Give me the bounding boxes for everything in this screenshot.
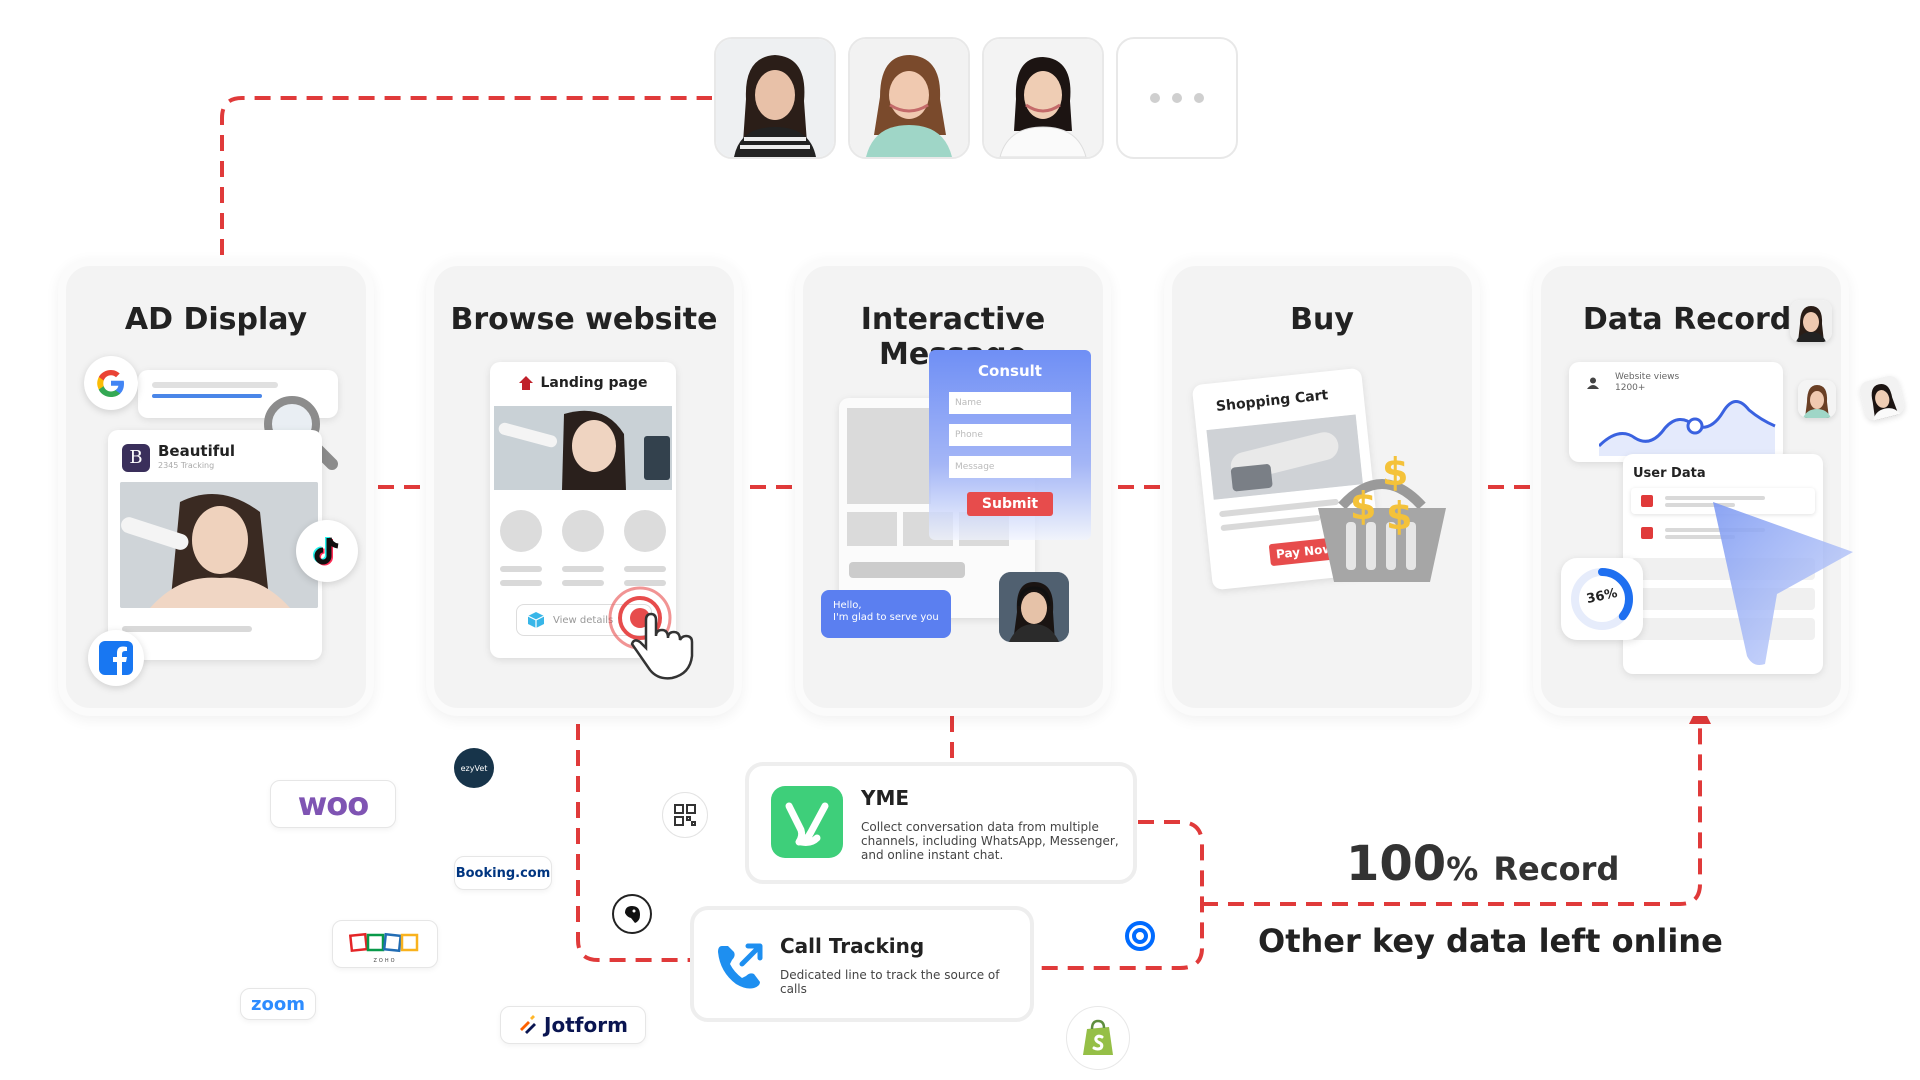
line-to-records bbox=[1202, 712, 1702, 906]
stage-card-data-records: Data Records Website views 1200+ User Da… bbox=[1533, 258, 1853, 716]
jotform-logo: Jotform bbox=[500, 1006, 646, 1044]
message-field[interactable]: Message bbox=[949, 456, 1071, 478]
landing-photo bbox=[494, 406, 672, 490]
zoom-logo: zoom bbox=[240, 988, 316, 1020]
stage-card-ad-display: AD Display B Beautiful 2345 Tracking bbox=[58, 258, 374, 716]
stage-title: Buy bbox=[1290, 302, 1354, 337]
record-word: Record bbox=[1493, 850, 1620, 888]
name-field[interactable]: Name bbox=[949, 392, 1071, 414]
agent-avatar bbox=[999, 572, 1069, 642]
brand-logo: B bbox=[122, 444, 150, 472]
ad-photo bbox=[120, 482, 318, 608]
dollar-icon: $ bbox=[1386, 494, 1413, 538]
jotform-icon bbox=[518, 1015, 538, 1035]
line-avatars-to-ad bbox=[220, 96, 712, 255]
home-icon bbox=[518, 375, 534, 391]
record-headline: 100% Record bbox=[1346, 836, 1619, 892]
record-percent: % bbox=[1446, 850, 1479, 888]
product-photo bbox=[1206, 414, 1363, 500]
bird-icon bbox=[612, 894, 652, 934]
website-views-panel: Website views 1200+ bbox=[1569, 362, 1783, 462]
brand-sub: 2345 Tracking bbox=[158, 461, 215, 470]
view-details-label: View details bbox=[553, 614, 614, 626]
landing-header: Landing page bbox=[490, 362, 676, 404]
line-browse-down bbox=[576, 724, 692, 962]
zoho-logo: ZOHO bbox=[332, 920, 438, 968]
landing-page-mock: Landing page View details bbox=[490, 362, 676, 658]
booking-logo: Booking.com bbox=[454, 856, 552, 890]
progress-ring bbox=[1571, 568, 1633, 630]
zoho-squares-icon bbox=[349, 932, 419, 953]
shopping-basket-icon bbox=[1312, 466, 1452, 586]
views-label: Website views bbox=[1615, 372, 1680, 382]
shopify-icon bbox=[1066, 1006, 1130, 1070]
calendly-icon bbox=[1122, 918, 1158, 954]
ezyvet-logo: ezyVet bbox=[454, 748, 494, 788]
views-value: 1200+ bbox=[1615, 383, 1646, 393]
search-result-panel bbox=[138, 370, 338, 418]
more-avatars[interactable] bbox=[1116, 37, 1238, 159]
record-number: 100 bbox=[1346, 836, 1447, 892]
chat-bubble: Hello, I'm glad to serve you bbox=[821, 590, 951, 638]
click-hand-icon bbox=[606, 584, 702, 684]
progress-ring-card: 36% bbox=[1561, 558, 1643, 640]
tiktok-icon bbox=[296, 520, 358, 582]
google-icon bbox=[84, 356, 138, 410]
avatar-woman-2 bbox=[848, 37, 970, 159]
stage-title: Data Records bbox=[1582, 302, 1810, 337]
mini-avatar-3 bbox=[1857, 373, 1907, 423]
user-data-label: User Data bbox=[1633, 466, 1706, 481]
cart-title: Shopping Cart bbox=[1215, 387, 1330, 415]
stage-card-browse-website: Browse website Landing page bbox=[426, 258, 742, 716]
call-desc: Dedicated line to track the source of ca… bbox=[780, 968, 1000, 996]
yme-box: YME Collect conversation data from multi… bbox=[745, 762, 1137, 884]
call-tracking-box: Call Tracking Dedicated line to track th… bbox=[690, 906, 1034, 1022]
qr-icon bbox=[662, 792, 708, 838]
mini-avatar-1 bbox=[1790, 300, 1832, 342]
facebook-icon bbox=[88, 630, 144, 686]
record-subtitle: Other key data left online bbox=[1258, 922, 1723, 960]
consult-form: Consult Name Phone Message Submit bbox=[929, 350, 1091, 540]
avatar-woman-3 bbox=[982, 37, 1104, 159]
mini-avatar-2 bbox=[1798, 380, 1836, 418]
dollar-icon: $ bbox=[1350, 484, 1377, 528]
avatar-woman-1 bbox=[714, 37, 836, 159]
woo-logo: woo bbox=[270, 780, 396, 828]
dot-icon bbox=[1194, 93, 1204, 103]
cube-icon bbox=[527, 611, 545, 629]
dollar-icon: $ bbox=[1382, 450, 1409, 494]
stage-title: Browse website bbox=[450, 302, 718, 337]
user-icon bbox=[1587, 374, 1599, 389]
submit-button[interactable]: Submit bbox=[967, 492, 1053, 516]
brand-name: Beautiful bbox=[158, 442, 236, 460]
funnel-icon bbox=[1713, 502, 1853, 665]
yme-logo-icon bbox=[771, 786, 843, 858]
shopping-cart-paper: Shopping Cart Pay Now bbox=[1191, 367, 1383, 591]
yme-title: YME bbox=[861, 786, 910, 810]
stage-title: AD Display bbox=[124, 302, 308, 337]
dot-icon bbox=[1172, 93, 1182, 103]
landing-title: Landing page bbox=[540, 375, 648, 391]
stage-card-buy: Buy Shopping Cart Pay Now $ $ $ bbox=[1164, 258, 1480, 716]
dot-icon bbox=[1150, 93, 1160, 103]
views-sparkline bbox=[1599, 400, 1776, 456]
phone-call-icon bbox=[712, 938, 768, 994]
yme-desc: Collect conversation data from multiple … bbox=[861, 820, 1119, 862]
user-data-panel: User Data bbox=[1623, 454, 1823, 674]
ad-post: B Beautiful 2345 Tracking bbox=[108, 430, 322, 660]
call-title: Call Tracking bbox=[780, 934, 925, 958]
consult-title: Consult bbox=[978, 362, 1042, 380]
view-details-button[interactable]: View details bbox=[516, 604, 652, 636]
stage-card-interactive-message: Interactive Message Consult Name Phone M… bbox=[795, 258, 1111, 716]
phone-field[interactable]: Phone bbox=[949, 424, 1071, 446]
